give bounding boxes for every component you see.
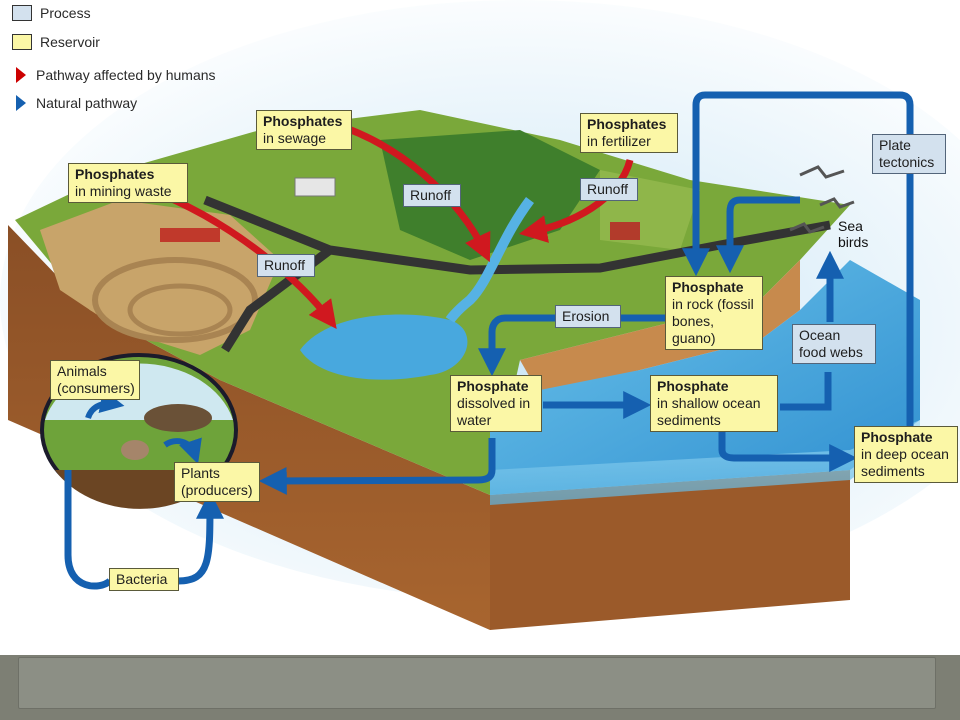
beaver bbox=[144, 404, 212, 432]
natural-pathway-plate bbox=[682, 91, 914, 430]
process-plate-tectonics: Plate tectonics bbox=[872, 134, 946, 174]
phosphorus-cycle-diagram: Process Reservoir Pathway affected by hu… bbox=[0, 0, 960, 630]
factory-building bbox=[294, 177, 336, 197]
sewage-title: Phosphates bbox=[263, 113, 343, 129]
bird bbox=[799, 165, 845, 179]
reservoir-mining-waste: Phosphates in mining waste bbox=[68, 163, 188, 203]
bacteria-text: Bacteria bbox=[116, 571, 168, 587]
fertilizer-sub: in fertilizer bbox=[587, 133, 651, 149]
legend-natural: Natural pathway bbox=[12, 93, 137, 113]
lake bbox=[300, 314, 468, 380]
reservoir-animals: Animals (consumers) bbox=[50, 360, 140, 400]
natural-pathway-erosion bbox=[478, 314, 665, 377]
fertilizer-title: Phosphates bbox=[587, 116, 667, 132]
runoff-mid-text: Runoff bbox=[410, 187, 451, 203]
reservoir-dissolved: Phosphate dissolved in water bbox=[450, 375, 542, 432]
sewage-sub: in sewage bbox=[263, 130, 327, 146]
mining-waste-sub: in mining waste bbox=[75, 183, 172, 199]
ocean-food-text: Ocean food webs bbox=[799, 327, 863, 360]
natural-pathway-plant-animal bbox=[163, 437, 202, 465]
diagram-illustration bbox=[0, 0, 960, 630]
natural-pathway-food-webs bbox=[780, 372, 832, 411]
legend-human-label: Pathway affected by humans bbox=[36, 67, 216, 83]
process-ocean-food-webs: Ocean food webs bbox=[792, 324, 876, 364]
reservoir-fertilizer: Phosphates in fertilizer bbox=[580, 113, 678, 153]
rock-sub: in rock (fossil bones, guano) bbox=[672, 296, 754, 346]
mining-waste-title: Phosphates bbox=[75, 166, 155, 182]
plate-text: Plate tectonics bbox=[879, 137, 935, 170]
cliff bbox=[520, 260, 800, 395]
red-triangle-icon bbox=[16, 67, 26, 83]
process-runoff-mid: Runoff bbox=[403, 184, 461, 207]
road bbox=[203, 195, 831, 275]
natural-pathway-animal-plant bbox=[85, 389, 125, 420]
legend-reservoir-label: Reservoir bbox=[40, 34, 100, 50]
pit-terrace bbox=[92, 257, 258, 343]
natural-pathway-bacteria-loop bbox=[64, 470, 210, 590]
reservoir-sewage: Phosphates in sewage bbox=[256, 110, 352, 150]
river bbox=[445, 197, 535, 323]
rabbit bbox=[121, 440, 149, 460]
runoff-right-text: Runoff bbox=[587, 181, 628, 197]
natural-pathway-shallow-deep bbox=[718, 432, 858, 472]
dissolved-title: Phosphate bbox=[457, 378, 529, 394]
legend-process-label: Process bbox=[40, 5, 91, 21]
reservoir-deep: Phosphate in deep ocean sediments bbox=[854, 426, 958, 483]
soil-block bbox=[8, 225, 490, 630]
sea-birds-label: Sea birds bbox=[838, 218, 869, 250]
soil-front bbox=[490, 470, 850, 630]
reservoir-plants: Plants (producers) bbox=[174, 462, 260, 502]
natural-pathway-birds bbox=[716, 196, 800, 274]
bird bbox=[789, 222, 825, 234]
shallow-title: Phosphate bbox=[657, 378, 729, 394]
deep-sub: in deep ocean sediments bbox=[861, 446, 949, 479]
reservoir-swatch bbox=[12, 34, 32, 50]
barn bbox=[610, 222, 640, 240]
shallow-sub: in shallow ocean sediments bbox=[657, 395, 761, 428]
footer-panel bbox=[18, 657, 936, 709]
process-runoff-left: Runoff bbox=[257, 254, 315, 277]
deep-title: Phosphate bbox=[861, 429, 933, 445]
erosion-text: Erosion bbox=[562, 308, 610, 324]
rock-title: Phosphate bbox=[672, 279, 744, 295]
dissolved-sub: dissolved in water bbox=[457, 395, 531, 428]
reservoir-rock: Phosphate in rock (fossil bones, guano) bbox=[665, 276, 763, 350]
ocean-face bbox=[490, 420, 920, 505]
process-erosion: Erosion bbox=[555, 305, 621, 328]
mining-sheds bbox=[160, 228, 220, 242]
runoff-left-text: Runoff bbox=[264, 257, 305, 273]
plants-text: Plants (producers) bbox=[181, 465, 253, 498]
legend-natural-label: Natural pathway bbox=[36, 95, 138, 111]
legend-human: Pathway affected by humans bbox=[12, 65, 216, 85]
process-swatch bbox=[12, 5, 32, 21]
legend-reservoir: Reservoir bbox=[12, 32, 100, 52]
process-runoff-right: Runoff bbox=[580, 178, 638, 201]
legend-process: Process bbox=[12, 3, 91, 23]
reservoir-bacteria: Bacteria bbox=[109, 568, 179, 591]
reservoir-shallow: Phosphate in shallow ocean sediments bbox=[650, 375, 778, 432]
natural-pathway-to-plants bbox=[258, 438, 496, 495]
blue-triangle-icon bbox=[16, 95, 26, 111]
bird bbox=[819, 197, 855, 209]
human-pathway-fertilizer bbox=[518, 158, 634, 243]
pit-terrace-inner bbox=[127, 283, 233, 337]
animals-text: Animals (consumers) bbox=[57, 363, 135, 396]
